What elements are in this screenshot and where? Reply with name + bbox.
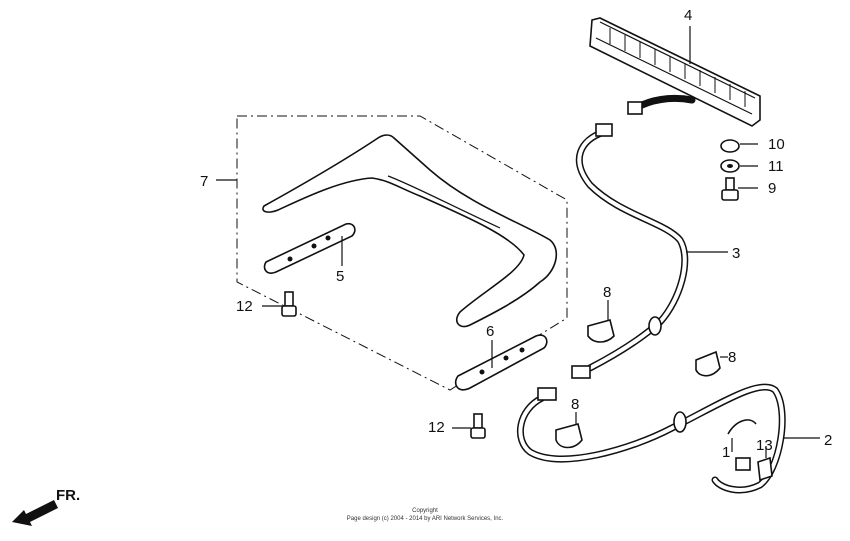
harness-2 bbox=[517, 383, 820, 494]
spoiler-assembly-group bbox=[216, 115, 568, 391]
callout-9: 9 bbox=[768, 180, 776, 197]
front-label: FR. bbox=[56, 487, 80, 504]
callout-12-lower: 12 bbox=[428, 419, 445, 436]
callout-1: 1 bbox=[722, 444, 730, 461]
callout-6: 6 bbox=[486, 323, 494, 340]
callout-4: 4 bbox=[684, 7, 692, 24]
bracket-6 bbox=[454, 334, 548, 391]
callout-5: 5 bbox=[336, 268, 344, 285]
callout-8-upper: 8 bbox=[603, 284, 611, 301]
callout-13: 13 bbox=[756, 437, 773, 454]
callout-8-right: 8 bbox=[728, 349, 736, 366]
washer-11 bbox=[720, 159, 758, 173]
callout-8-lower: 8 bbox=[571, 396, 579, 413]
harness-3 bbox=[571, 94, 728, 379]
high-mount-stop-light bbox=[589, 17, 761, 127]
clip-8-upper bbox=[587, 300, 615, 343]
copyright-line-2: Page design (c) 2004 - 2014 by ARI Netwo… bbox=[347, 516, 504, 522]
callout-2: 2 bbox=[824, 432, 832, 449]
clip-8-right bbox=[695, 350, 728, 377]
bolt-9 bbox=[721, 177, 758, 201]
callout-12-upper: 12 bbox=[236, 298, 253, 315]
bracket-5 bbox=[263, 222, 356, 274]
bolt-12-upper bbox=[262, 291, 297, 317]
clip-1 bbox=[727, 419, 757, 452]
front-direction-indicator: FR. bbox=[12, 487, 80, 526]
callout-10: 10 bbox=[768, 136, 785, 153]
spoiler-body bbox=[262, 134, 558, 328]
nut-10 bbox=[720, 139, 758, 153]
callout-7: 7 bbox=[200, 173, 208, 190]
callout-11: 11 bbox=[768, 158, 784, 175]
copyright-line-1: Copyright bbox=[412, 508, 438, 514]
callout-3: 3 bbox=[732, 245, 740, 262]
connector-13 bbox=[757, 446, 773, 482]
front-arrow-icon bbox=[12, 500, 58, 526]
clip-8-lower bbox=[555, 412, 583, 449]
bolt-12-lower bbox=[452, 413, 486, 439]
